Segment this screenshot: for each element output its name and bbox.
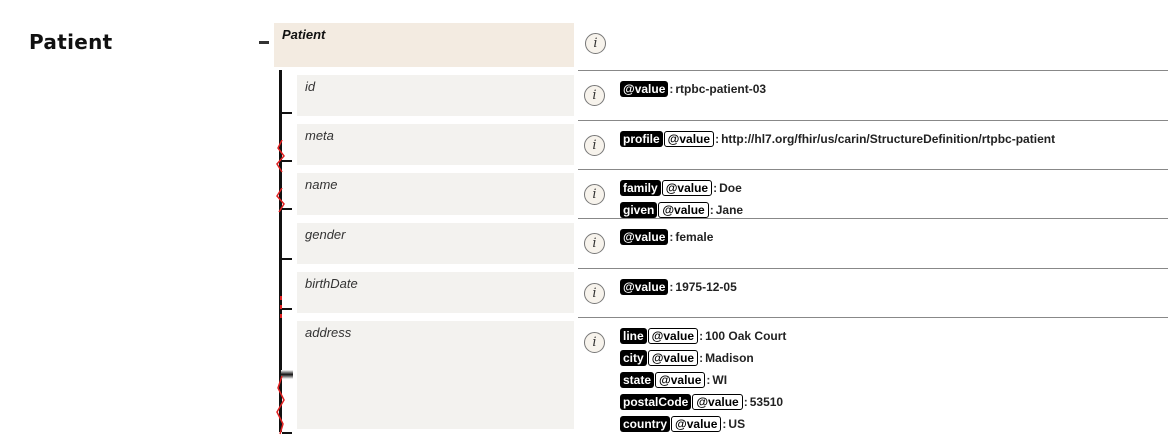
value-text: US [728, 416, 746, 431]
info-icon[interactable]: i [584, 135, 605, 156]
attribute-tag: @value [663, 130, 715, 147]
attribute-tag: @value [620, 278, 669, 295]
element-row-4: birthDate [297, 272, 574, 313]
attribute-tag: @value [661, 179, 713, 196]
zigzag-marker [276, 188, 285, 213]
tree-branch [282, 308, 292, 310]
value-text: Doe [719, 180, 742, 195]
separator: : [743, 394, 748, 409]
value-text: female [675, 229, 714, 244]
value-panel: i profile@value:http://hl7.org/fhir/us/ca… [578, 120, 1168, 170]
tree-branch [282, 160, 292, 162]
value-text: WI [712, 372, 728, 387]
root-label: Patient [282, 27, 326, 42]
value-text: 53510 [749, 394, 784, 409]
element-tag: profile [620, 130, 663, 147]
value-line: line@value:100 Oak Court [620, 326, 786, 344]
separator: : [669, 81, 674, 96]
attribute-tag: @value [620, 80, 669, 97]
value-text: 100 Oak Court [705, 328, 787, 343]
value-panel: i @value:female [578, 218, 1168, 269]
attribute-tag: @value [692, 393, 743, 410]
value-text: 1975-12-05 [675, 279, 737, 294]
tree-branch [282, 112, 292, 114]
collapse-toggle-icon[interactable] [259, 41, 269, 44]
info-icon[interactable]: i [584, 332, 605, 353]
element-tag: given [620, 201, 658, 218]
separator: : [699, 350, 704, 365]
element-label: id [305, 79, 316, 94]
element-tag: state [620, 371, 655, 388]
element-label: meta [305, 128, 334, 143]
tree-branch [282, 258, 292, 260]
element-row-1: meta [297, 124, 574, 165]
element-label: birthDate [305, 276, 358, 291]
value-line: @value:rtpbc-patient-03 [620, 79, 766, 97]
dashed-marker [280, 296, 282, 318]
element-tag: country [620, 415, 671, 432]
zigzag-marker [276, 376, 285, 435]
root-node: Patient [274, 23, 574, 67]
attribute-tag: @value [671, 415, 722, 432]
value-line: family@value:Doe [620, 178, 742, 196]
info-icon[interactable]: i [584, 233, 605, 254]
value-line: profile@value:http://hl7.org/fhir/us/car… [620, 129, 1055, 147]
separator: : [709, 202, 714, 217]
info-icon[interactable]: i [584, 283, 605, 304]
element-row-3: gender [297, 223, 574, 264]
value-panel: i @value:1975-12-05 [578, 268, 1168, 318]
element-tag: line [620, 327, 647, 344]
value-text: rtpbc-patient-03 [675, 81, 767, 96]
element-row-0: id [297, 75, 574, 116]
separator: : [722, 416, 727, 431]
tree-branch [282, 208, 292, 210]
info-icon[interactable]: i [584, 184, 605, 205]
element-tag: city [620, 349, 647, 366]
tree-marker [281, 370, 293, 379]
attribute-tag: @value [647, 349, 699, 366]
value-line: city@value:Madison [620, 348, 754, 366]
attribute-tag: @value [658, 201, 709, 218]
separator: : [715, 131, 720, 146]
element-row-5: address [297, 321, 574, 429]
element-label: address [305, 325, 352, 340]
zigzag-marker [276, 140, 285, 173]
separator: : [713, 180, 718, 195]
separator: : [706, 372, 711, 387]
value-line: given@value:Jane [620, 200, 743, 218]
separator: : [699, 328, 704, 343]
value-text: http://hl7.org/fhir/us/carin/StructureDe… [721, 131, 1056, 146]
value-panel: i @value:rtpbc-patient-03 [578, 70, 1168, 121]
element-row-2: name [297, 173, 574, 215]
info-icon[interactable]: i [584, 85, 605, 106]
tree-connector [279, 70, 282, 432]
attribute-tag: @value [655, 371, 706, 388]
attribute-tag: @value [620, 228, 669, 245]
element-tag: family [620, 179, 661, 196]
separator: : [669, 229, 674, 244]
separator: : [669, 279, 674, 294]
value-line: country@value:US [620, 414, 745, 432]
value-line: state@value:WI [620, 370, 727, 388]
page-title: Patient [29, 30, 113, 54]
info-icon[interactable]: i [585, 33, 606, 54]
value-line: postalCode@value:53510 [620, 392, 783, 410]
value-line: @value:1975-12-05 [620, 277, 737, 295]
attribute-tag: @value [647, 327, 699, 344]
tree-branch [282, 432, 292, 434]
element-label: gender [305, 227, 346, 242]
value-text: Jane [715, 202, 744, 217]
value-text: Madison [705, 350, 754, 365]
element-tag: postalCode [620, 393, 692, 410]
element-label: name [305, 177, 338, 192]
value-line: @value:female [620, 227, 713, 245]
